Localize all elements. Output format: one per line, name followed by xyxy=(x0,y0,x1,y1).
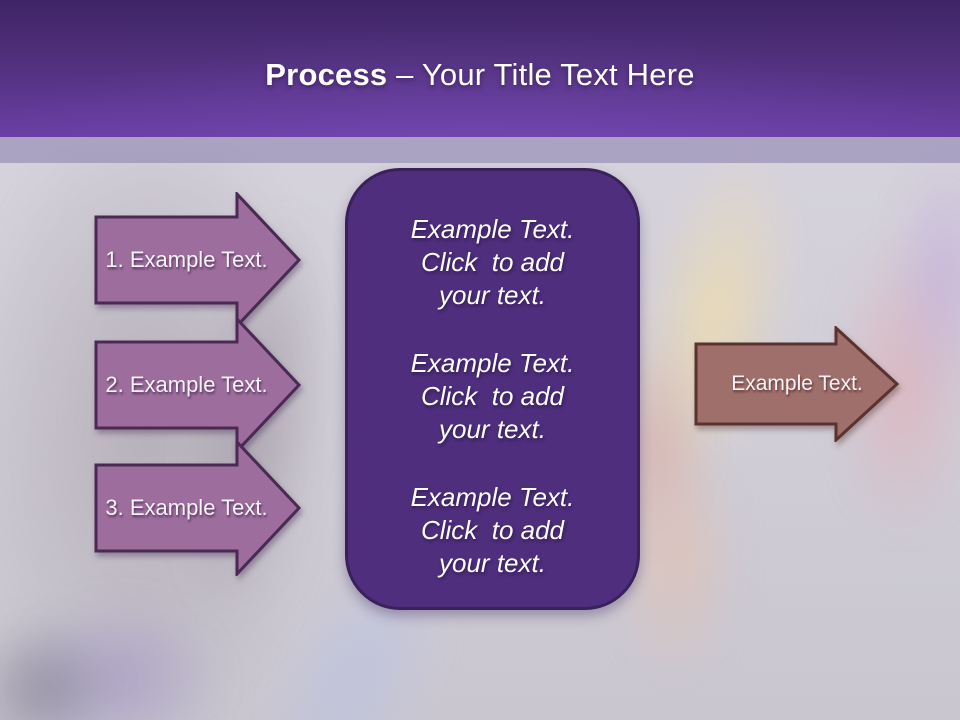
text-line: Click to add xyxy=(420,246,565,277)
process-step-3-arrow[interactable]: 3. Example Text. xyxy=(94,440,302,576)
arrow-polygon xyxy=(94,440,302,576)
arrow-polygon xyxy=(94,192,302,328)
process-step-2-arrow[interactable]: 2. Example Text. xyxy=(94,317,302,453)
text-line: your text. xyxy=(439,279,546,310)
purple-corner-wisp xyxy=(15,595,225,720)
text-line: Example Text. xyxy=(410,213,575,244)
title-keyword: Process xyxy=(265,56,388,92)
text-line: Click to add xyxy=(420,380,565,411)
placeholder-text-block: Example Text. Click to add your text. xyxy=(411,213,575,312)
right-block-arrow-shape xyxy=(94,440,302,576)
text-line: your text. xyxy=(439,547,546,578)
text-line: your text. xyxy=(439,413,546,444)
text-line: Click to add xyxy=(420,514,565,545)
placeholder-text-block: Example Text. Click to add your text. xyxy=(411,347,575,446)
step-2-label: 2. Example Text. xyxy=(105,372,268,397)
process-step-1-arrow[interactable]: 1. Example Text. xyxy=(94,192,302,328)
center-text-placeholder[interactable]: Example Text. Click to add your text. Ex… xyxy=(345,168,640,610)
header-accent-band xyxy=(0,137,960,163)
output-arrow-label: Example Text. xyxy=(731,372,863,395)
step-1-label: 1. Example Text. xyxy=(105,247,268,272)
slide-title: Process – Your Title Text Here xyxy=(265,57,694,93)
arrow-polygon xyxy=(94,317,302,453)
title-subtitle: – Your Title Text Here xyxy=(396,56,695,92)
arrow-polygon xyxy=(694,326,900,442)
title-bar: Process – Your Title Text Here xyxy=(0,0,960,137)
placeholder-text-block: Example Text. Click to add your text. xyxy=(411,481,575,580)
right-block-arrow-shape xyxy=(694,326,900,442)
dark-corner-shading xyxy=(0,615,115,720)
text-line: Example Text. xyxy=(410,481,575,512)
right-block-arrow-shape xyxy=(94,192,302,328)
step-3-label: 3. Example Text. xyxy=(105,495,268,520)
process-output-arrow[interactable]: Example Text. xyxy=(694,326,900,442)
right-block-arrow-shape xyxy=(94,317,302,453)
text-line: Example Text. xyxy=(410,347,575,378)
